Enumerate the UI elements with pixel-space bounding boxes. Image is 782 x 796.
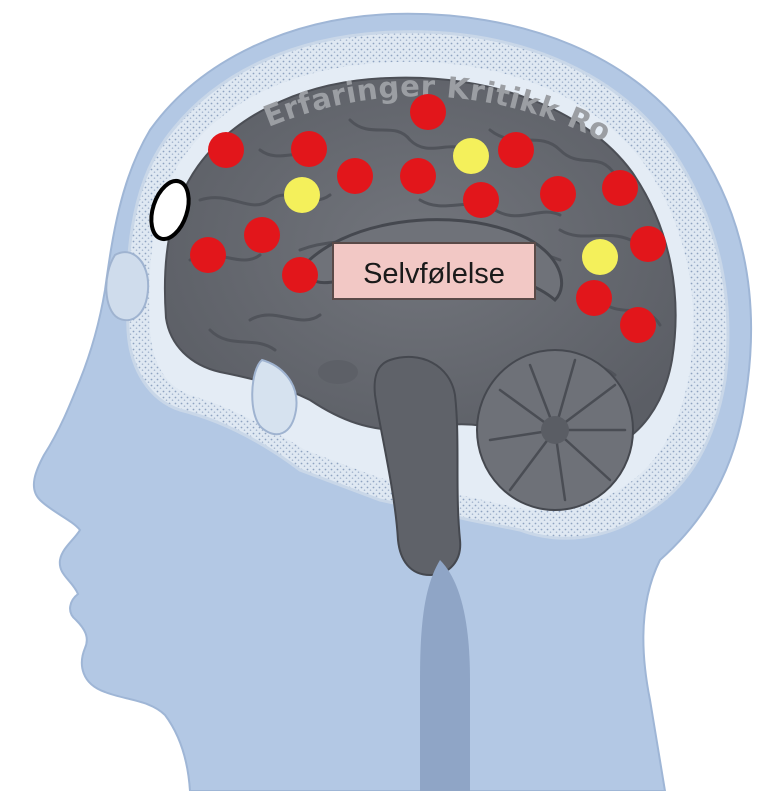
yellow-dot	[453, 138, 489, 174]
red-dot	[244, 217, 280, 253]
red-dot	[208, 132, 244, 168]
frontal-sinus	[106, 252, 148, 320]
red-dot	[282, 257, 318, 293]
red-dot	[602, 170, 638, 206]
red-dot	[463, 182, 499, 218]
red-dot	[540, 176, 576, 212]
red-dot	[190, 237, 226, 273]
selvfolelse-label: Selvfølelse	[333, 243, 535, 299]
red-dot	[630, 226, 666, 262]
label-text: Selvfølelse	[363, 258, 505, 290]
red-dot	[291, 131, 327, 167]
red-dot	[498, 132, 534, 168]
red-dot	[400, 158, 436, 194]
yellow-dot	[284, 177, 320, 213]
yellow-dot	[582, 239, 618, 275]
cerebellum	[477, 350, 633, 510]
red-dot	[337, 158, 373, 194]
red-dot	[410, 94, 446, 130]
red-dot	[620, 307, 656, 343]
pituitary	[318, 360, 358, 384]
red-dot	[576, 280, 612, 316]
